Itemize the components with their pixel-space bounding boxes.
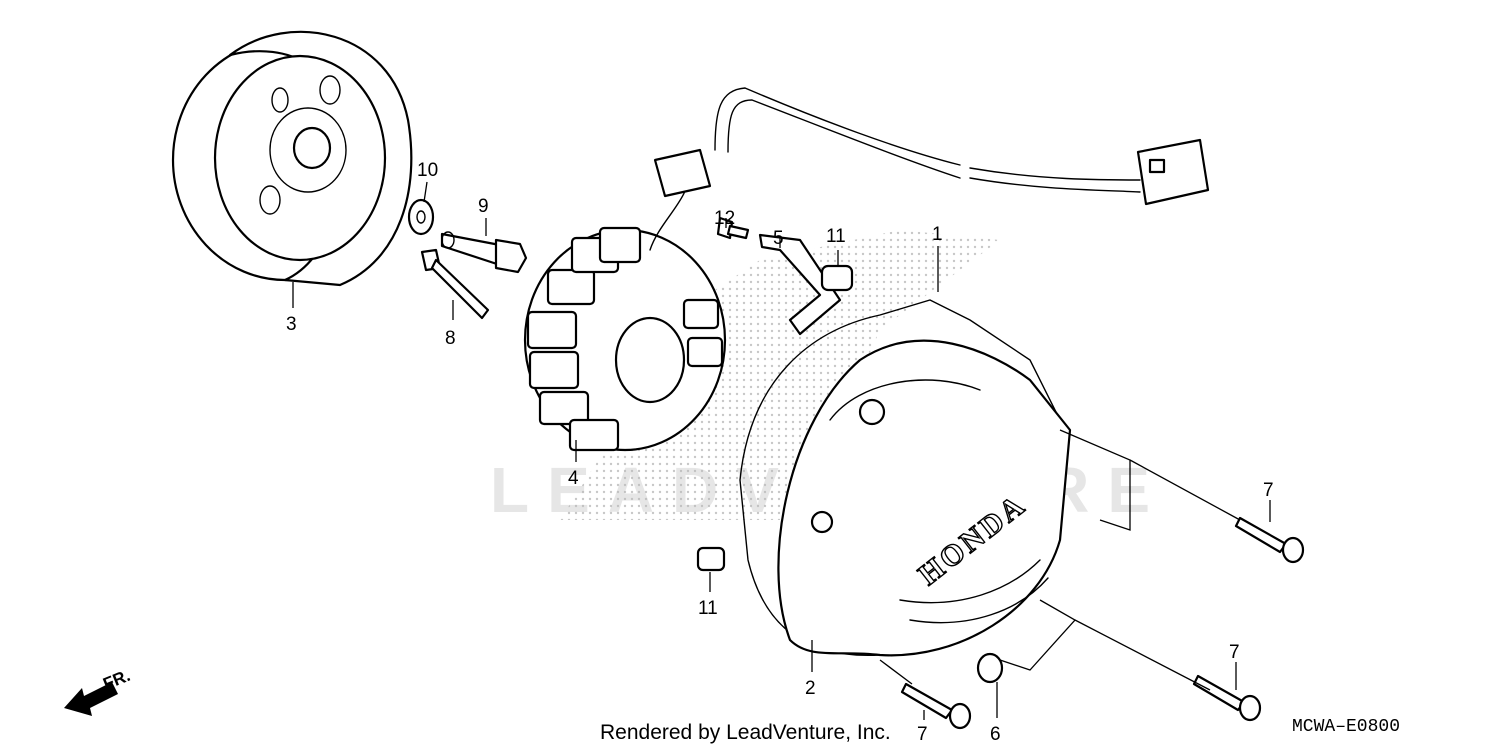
callout-4: 4 <box>568 468 579 489</box>
callout-11-lower: 11 <box>698 598 718 619</box>
wire-clamp[interactable] <box>758 233 842 336</box>
flywheel-rotor[interactable] <box>171 30 413 287</box>
callouts: 3 10 9 8 4 12 5 11 1 11 2 6 7 7 7 <box>286 160 1274 745</box>
wiring-harness[interactable] <box>653 87 1210 206</box>
cover-clip[interactable] <box>976 652 1004 684</box>
callout-6: 6 <box>990 724 1001 745</box>
callout-3: 3 <box>286 314 297 335</box>
diagram-code: MCWA–E0800 <box>1292 717 1400 737</box>
dowel-pin[interactable] <box>696 546 726 572</box>
callout-11: 11 <box>826 226 846 247</box>
callout-7-lower-right: 7 <box>1229 642 1240 663</box>
callout-1: 1 <box>932 224 943 245</box>
front-label: FR. <box>100 666 133 694</box>
flywheel-bolt[interactable] <box>440 231 528 274</box>
cover-bolt[interactable] <box>900 682 972 730</box>
footer-credit: Rendered by LeadVenture, Inc. <box>600 721 891 744</box>
dowel-pin[interactable] <box>820 264 854 292</box>
callout-2: 2 <box>805 678 816 699</box>
cover-bolt[interactable] <box>1234 516 1305 564</box>
small-bolt[interactable] <box>716 216 750 240</box>
front-direction-arrow: FR. <box>64 666 133 716</box>
callout-7-bottom: 7 <box>917 724 928 745</box>
cover-bolt[interactable] <box>1192 674 1262 722</box>
washer[interactable] <box>407 198 435 236</box>
left-crankcase-cover[interactable]: HONDA <box>777 339 1072 657</box>
callout-5: 5 <box>773 228 784 249</box>
socket-bolt[interactable] <box>420 248 490 320</box>
callout-8: 8 <box>445 328 456 349</box>
leader-lines <box>292 181 1271 720</box>
stator[interactable] <box>523 169 727 452</box>
callout-10: 10 <box>417 160 438 181</box>
callout-7-right: 7 <box>1263 480 1274 501</box>
callout-9: 9 <box>478 196 489 217</box>
callout-12: 12 <box>714 208 735 229</box>
